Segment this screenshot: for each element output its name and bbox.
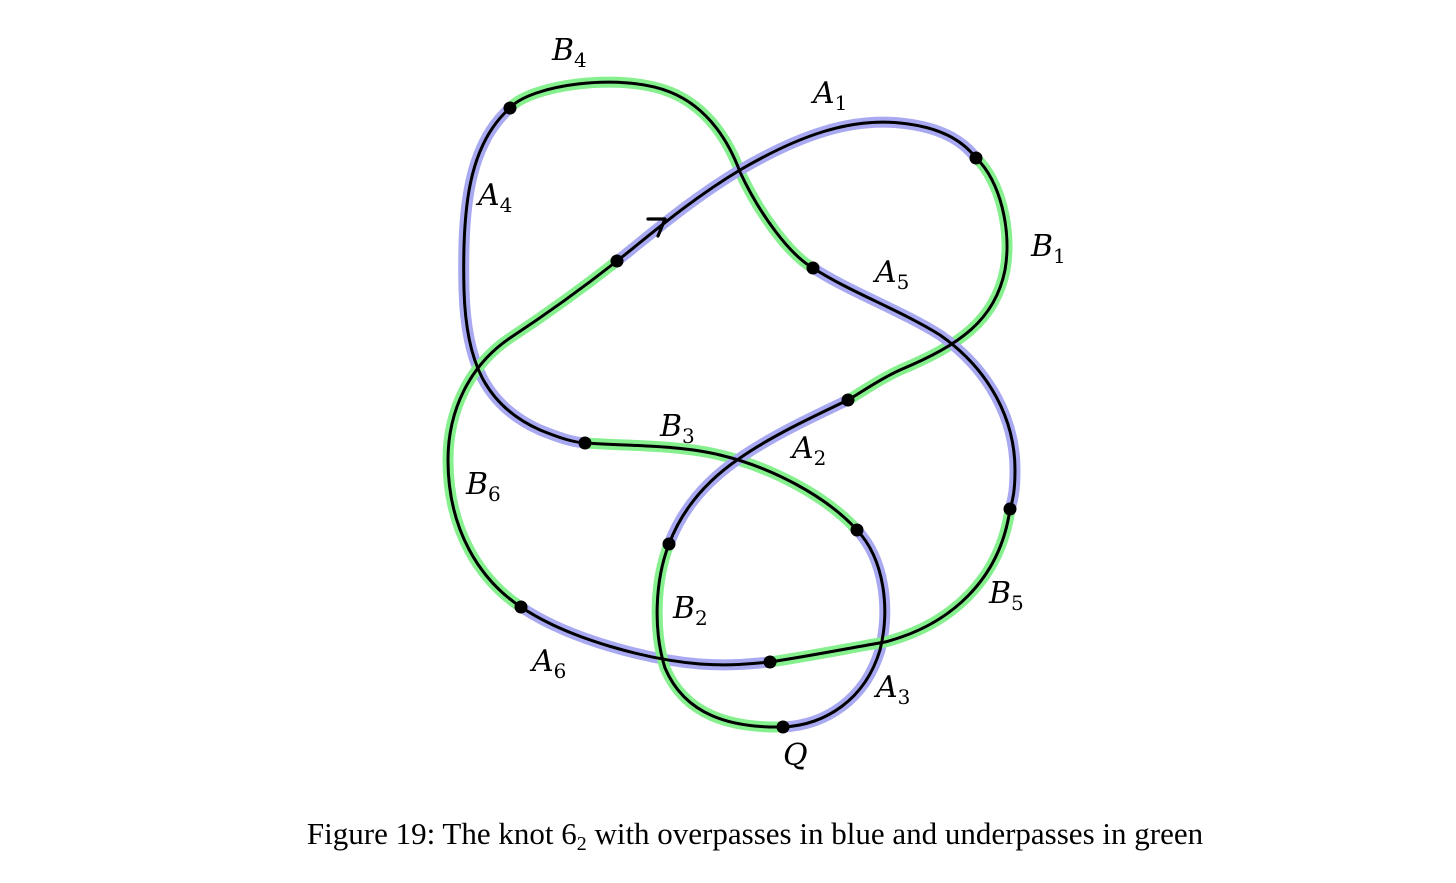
label-A4: A4	[475, 178, 512, 217]
endpoint-dots	[503, 101, 1017, 734]
endpoint-dot	[763, 655, 777, 669]
endpoint-dot	[1003, 502, 1017, 516]
label-A1: A1	[810, 76, 847, 115]
underpass-B1	[845, 153, 1013, 405]
endpoint-dot	[514, 600, 528, 614]
label-Q: Q	[783, 738, 808, 773]
label-B5: B5	[988, 576, 1024, 615]
underpass-B2	[651, 542, 784, 733]
label-A3: A3	[873, 670, 910, 709]
orientation-arrow-icon	[646, 217, 667, 238]
endpoint-dot	[850, 523, 864, 537]
endpoint-dot	[969, 151, 983, 165]
label-B2: B2	[672, 591, 708, 630]
overpass-A4	[458, 103, 586, 449]
endpoint-dot	[806, 261, 820, 275]
label-A2: A2	[789, 431, 826, 470]
knot-diagram: B4 A1 A4 B1 A5 B3 A2 B6 B2 B5 A6 A3 Q	[442, 33, 1066, 773]
overpass-A3	[782, 526, 891, 733]
figure-caption: Figure 19: The knot 62 with overpasses i…	[0, 816, 1456, 856]
underpass-B5	[769, 508, 1016, 668]
label-B1: B1	[1030, 229, 1066, 268]
highlight-layer	[442, 76, 1021, 733]
underpass-B4	[505, 76, 816, 273]
caption-prefix: Figure 19: The knot 6	[306, 816, 577, 851]
arc-labels: B4 A1 A4 B1 A5 B3 A2 B6 B2 B5 A6 A3 Q	[465, 33, 1066, 773]
endpoint-dot	[610, 254, 624, 268]
label-B3: B3	[659, 409, 695, 448]
endpoint-dot	[578, 436, 592, 450]
label-B4: B4	[551, 33, 587, 72]
endpoint-dot	[776, 720, 790, 734]
overpass-A5	[810, 263, 1021, 511]
endpoint-dot	[503, 101, 517, 115]
knot-strand	[446, 80, 1017, 729]
label-B6: B6	[465, 467, 501, 506]
caption-subscript: 2	[576, 833, 587, 855]
endpoint-dot	[662, 537, 676, 551]
label-A5: A5	[872, 255, 909, 294]
endpoint-dot	[841, 393, 855, 407]
caption-suffix: with overpasses in blue and underpasses …	[586, 816, 1204, 851]
label-A6: A6	[529, 644, 566, 683]
